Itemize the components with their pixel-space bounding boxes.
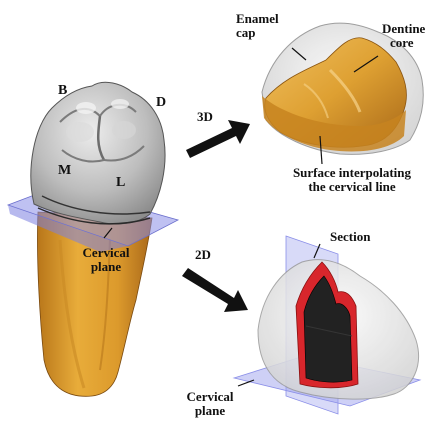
label-surface-line2: the cervical line: [262, 180, 442, 194]
label-section: Section: [330, 230, 370, 244]
label-lingual: L: [116, 176, 125, 190]
label-distal: D: [156, 96, 166, 110]
section-model: [234, 236, 420, 414]
label-surface-interpolating: Surface interpolating the cervical line: [262, 166, 442, 194]
label-buccal: B: [58, 84, 67, 98]
label-mesial: M: [58, 164, 71, 178]
label-enamel-cap-line1: Enamel: [236, 12, 279, 26]
label-cervical-plane-bottom-line2: plane: [172, 404, 248, 418]
label-surface-line1: Surface interpolating: [262, 166, 442, 180]
label-cervical-plane-left-line2: plane: [66, 260, 146, 274]
label-2d: 2D: [195, 248, 211, 262]
label-cervical-plane-left-line1: Cervical: [66, 246, 146, 260]
label-3d: 3D: [197, 110, 213, 124]
label-enamel-cap: Enamel cap: [236, 12, 279, 40]
enamel-crown: [31, 82, 165, 224]
label-cervical-plane-left: Cervical plane: [66, 246, 146, 274]
molar-3d-model: [8, 82, 178, 396]
label-dentine-core-line2: core: [382, 36, 425, 50]
label-enamel-cap-line2: cap: [236, 26, 279, 40]
label-dentine-core: Dentine core: [382, 22, 425, 50]
label-dentine-core-line1: Dentine: [382, 22, 425, 36]
arrow-2d: [182, 268, 248, 312]
label-cervical-plane-bottom: Cervical plane: [172, 390, 248, 418]
label-cervical-plane-bottom-line1: Cervical: [172, 390, 248, 404]
arrow-3d: [186, 120, 250, 158]
